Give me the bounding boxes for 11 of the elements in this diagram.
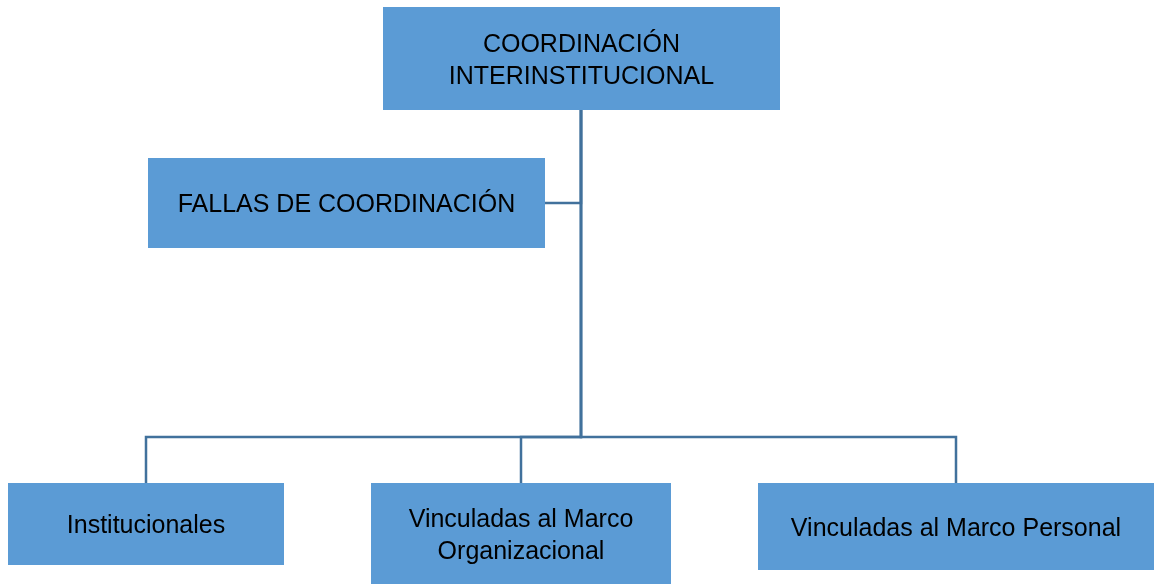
process-box xyxy=(383,7,780,110)
process-box xyxy=(758,483,1154,570)
process-box xyxy=(8,483,284,565)
box-label: COORDINACIÓN INTERINSTITUCIONAL xyxy=(447,27,716,91)
process-box xyxy=(371,483,671,584)
connector-line xyxy=(579,110,958,483)
box-label: FALLAS DE COORDINACIÓN xyxy=(177,188,516,219)
box-label: Institucionales xyxy=(66,509,226,540)
box-label: Vinculadas al Marco Organizacional xyxy=(407,502,635,566)
process-box xyxy=(148,158,545,248)
box-label: Vinculadas al Marco Personal xyxy=(790,511,1122,543)
